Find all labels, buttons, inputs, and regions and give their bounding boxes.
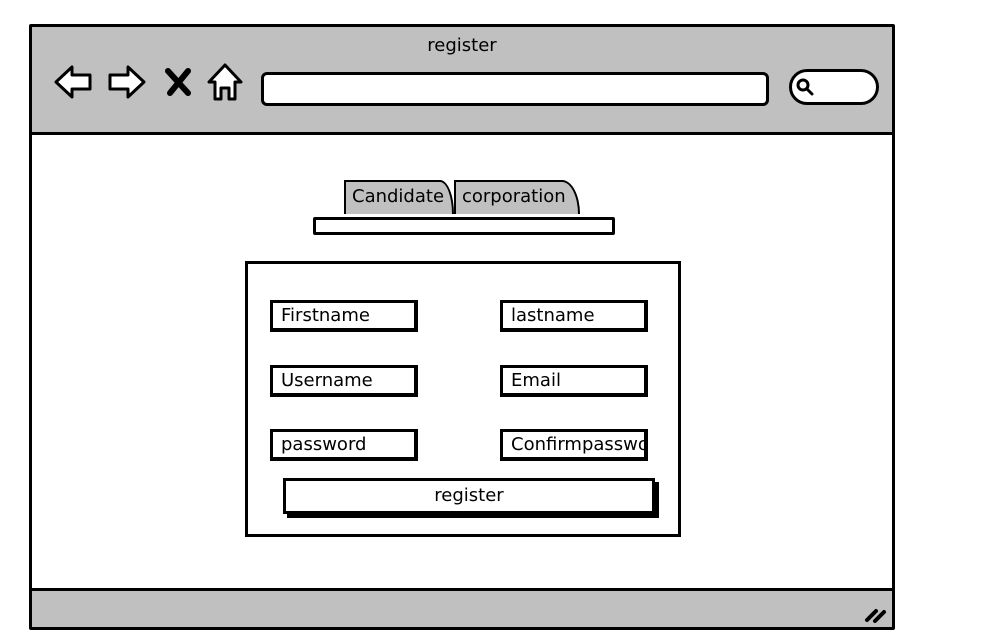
username-field[interactable]: Username bbox=[270, 365, 418, 397]
resize-grip-icon[interactable] bbox=[864, 603, 888, 623]
tab-candidate[interactable]: Candidate bbox=[344, 180, 454, 214]
back-arrow-icon[interactable] bbox=[52, 61, 94, 103]
tab-corporation[interactable]: corporation bbox=[454, 180, 580, 214]
status-bar bbox=[32, 588, 892, 627]
register-button[interactable]: register bbox=[283, 478, 655, 514]
url-input[interactable] bbox=[261, 72, 769, 106]
search-icon bbox=[796, 78, 814, 96]
password-field[interactable]: password bbox=[270, 429, 418, 461]
home-icon[interactable] bbox=[204, 61, 246, 103]
confirm-password-field[interactable]: Confirmpasswo bbox=[500, 429, 648, 461]
lastname-field[interactable]: lastname bbox=[500, 300, 648, 332]
forward-arrow-icon[interactable] bbox=[106, 61, 148, 103]
close-icon[interactable] bbox=[160, 61, 196, 103]
registration-form: Firstname lastname Username Email passwo… bbox=[245, 261, 681, 537]
browser-toolbar: register bbox=[32, 27, 892, 135]
browser-window: register bbox=[29, 24, 895, 630]
page-content: Candidate corporation Firstname lastname… bbox=[32, 135, 892, 588]
tab-panel-bar bbox=[313, 217, 615, 235]
email-field[interactable]: Email bbox=[500, 365, 648, 397]
window-title: register bbox=[427, 35, 497, 56]
search-input[interactable] bbox=[789, 69, 879, 105]
firstname-field[interactable]: Firstname bbox=[270, 300, 418, 332]
